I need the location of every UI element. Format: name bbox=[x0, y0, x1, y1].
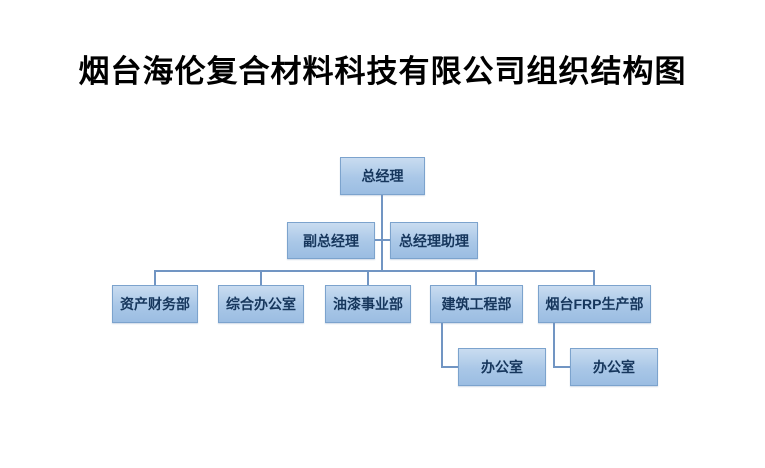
connector-department-bus bbox=[154, 270, 595, 272]
connector-drop-frp-production bbox=[593, 271, 595, 285]
connector-drop-asset-finance bbox=[154, 271, 156, 285]
connector-drop-paint-division bbox=[367, 271, 369, 285]
connector-drop-construction bbox=[475, 271, 477, 285]
connector-construction-office-horizontal bbox=[441, 366, 458, 368]
node-general-manager: 总经理 bbox=[340, 157, 425, 195]
node-deputy-general-manager: 副总经理 bbox=[287, 222, 375, 259]
chart-title: 烟台海伦复合材料科技有限公司组织结构图 bbox=[78, 54, 687, 89]
node-frp-office: 办公室 bbox=[570, 348, 658, 386]
connector-frp-office-vertical bbox=[553, 323, 555, 368]
connector-frp-office-horizontal bbox=[553, 366, 570, 368]
node-construction-office: 办公室 bbox=[458, 348, 546, 386]
connector-deputy-gm-stub bbox=[375, 239, 381, 241]
node-gm-assistant: 总经理助理 bbox=[390, 222, 478, 259]
node-general-office: 综合办公室 bbox=[218, 285, 304, 323]
node-paint-division: 油漆事业部 bbox=[325, 285, 411, 323]
connector-construction-office-vertical bbox=[441, 323, 443, 368]
node-construction-dept: 建筑工程部 bbox=[430, 285, 523, 323]
connector-drop-general-office bbox=[260, 271, 262, 285]
node-frp-production-dept: 烟台FRP生产部 bbox=[538, 285, 651, 323]
connector-gm-assistant-stub bbox=[383, 239, 390, 241]
connector-gm-vertical bbox=[381, 195, 383, 272]
node-asset-finance-dept: 资产财务部 bbox=[112, 285, 198, 323]
